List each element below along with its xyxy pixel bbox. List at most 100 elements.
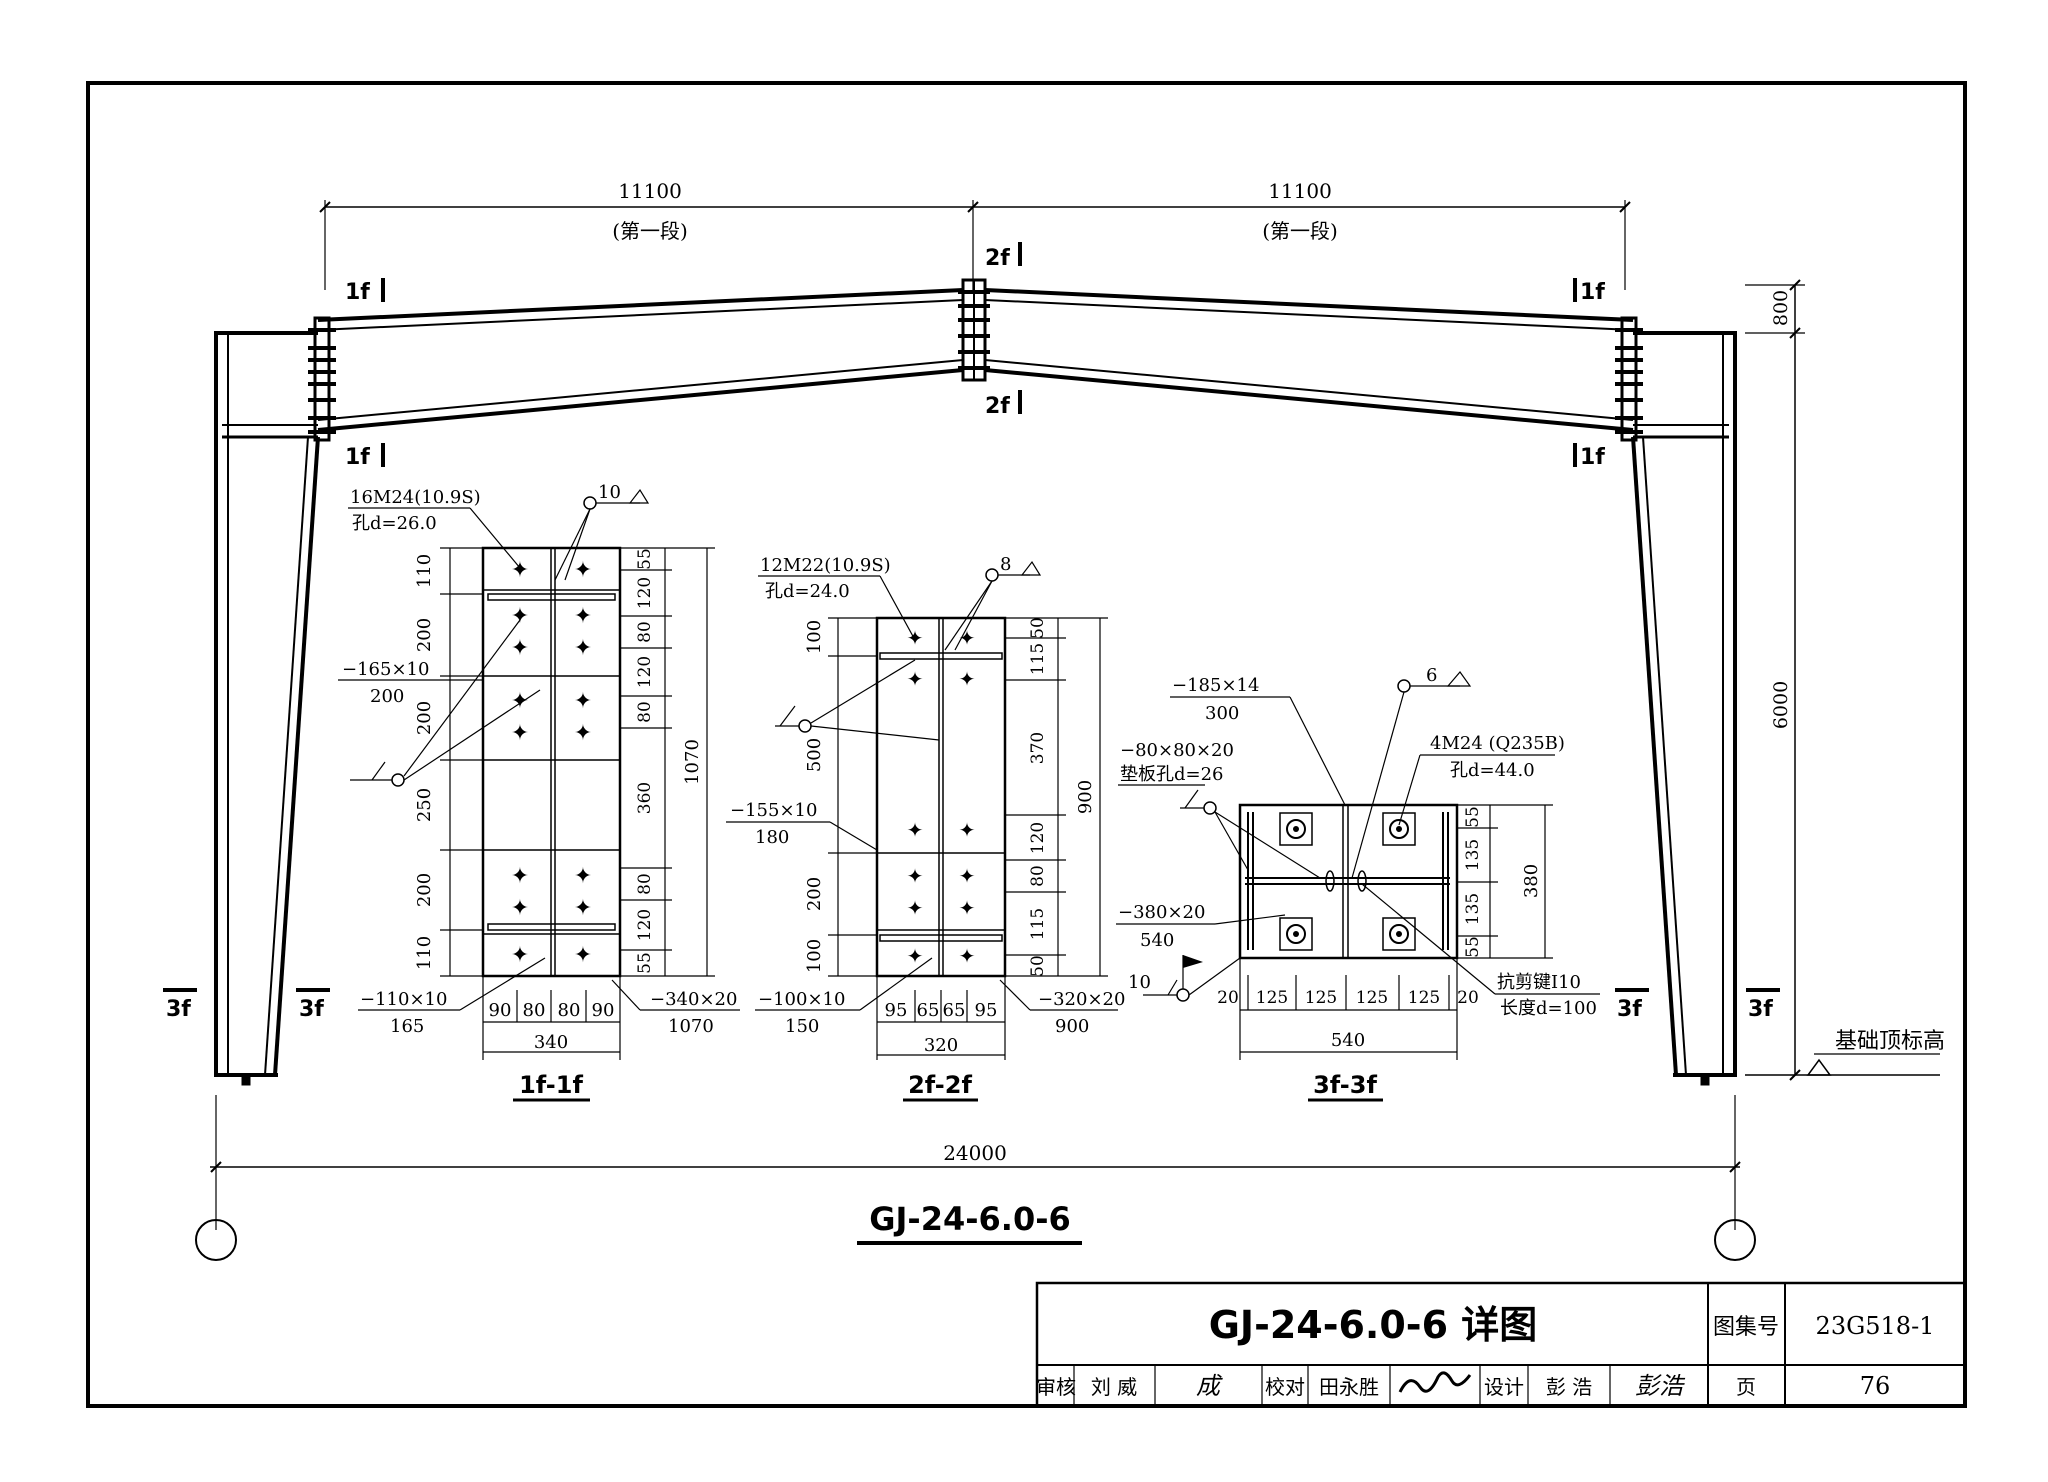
total-span-dim: 24000 — [943, 1141, 1007, 1165]
dim-3f-total: 380 — [1521, 864, 1542, 898]
section-mark-2f-bottom: 2f — [985, 394, 1010, 419]
label-2f-stiffener: −155×10 — [730, 800, 817, 821]
svg-text:✦: ✦ — [511, 896, 529, 921]
label-1f-hole: 孔d=26.0 — [352, 513, 437, 534]
label-3f-top-plate: −185×14 — [1172, 675, 1259, 696]
foundation-top-label: 基础顶标高 — [1835, 1029, 1945, 1054]
dim-3f-b4: 125 — [1408, 988, 1440, 1008]
dim-1f-b3: 90 — [592, 1000, 615, 1021]
segment-left-label: (第一段) — [612, 219, 688, 243]
dim-2f-b0: 95 — [885, 1000, 908, 1021]
section-mark-3f-ll: 3f — [166, 997, 191, 1022]
label-1f-stiffener-len: 200 — [370, 686, 404, 707]
dim-1f-width: 340 — [534, 1032, 568, 1053]
dim-2f-r0: 50 — [1028, 617, 1048, 639]
dim-1f-r7: 120 — [635, 909, 655, 941]
dim-1f-r3: 120 — [635, 656, 655, 688]
label-2f-small-plate: −100×10 — [758, 989, 845, 1010]
dim-1f-b1: 80 — [523, 1000, 546, 1021]
dim-1f-r8: 55 — [635, 952, 655, 974]
svg-text:✦: ✦ — [511, 721, 529, 746]
section-mark-2f-top: 2f — [985, 246, 1010, 271]
dim-2f-total: 900 — [1075, 780, 1096, 814]
checker-signature — [1398, 1371, 1472, 1393]
svg-text:✦: ✦ — [959, 818, 976, 842]
svg-text:✦: ✦ — [959, 896, 976, 920]
label-2f-bolts: 12M22(10.9S) — [760, 555, 891, 576]
sheet-border — [86, 81, 1967, 1408]
dim-2f-b3: 95 — [975, 1000, 998, 1021]
svg-text:✦: ✦ — [907, 944, 924, 968]
height-dimensions: 800 6000 基础顶标高 — [1745, 279, 1945, 1081]
label-3f-weld: 6 — [1426, 665, 1437, 686]
dim-2f-r6: 50 — [1028, 955, 1048, 977]
label-2f-stiffener-len: 180 — [755, 827, 789, 848]
main-drawing-title: GJ-24-6.0-6 — [869, 1200, 1071, 1238]
dim-2f-b2: 65 — [943, 1000, 966, 1021]
title-block-title: GJ-24-6.0-6 详图 — [1209, 1303, 1538, 1347]
svg-text:✦: ✦ — [574, 558, 592, 583]
page-label: 页 — [1736, 1375, 1756, 1399]
dim-3f-b2: 125 — [1305, 988, 1337, 1008]
dim-2f-l3: 100 — [804, 939, 825, 973]
caption-1f: 1f-1f — [519, 1071, 583, 1099]
bolt-marks-1f: ✦✦ ✦✦ ✦✦ ✦✦ ✦✦ ✦✦ ✦✦ ✦✦ — [511, 558, 592, 968]
dim-1f-l2: 200 — [414, 701, 435, 735]
dim-2f-r4: 80 — [1028, 865, 1048, 887]
check-label: 校对 — [1265, 1375, 1305, 1399]
label-2f-weld: 8 — [1000, 554, 1011, 575]
dim-2f-r2: 370 — [1028, 732, 1048, 764]
dim-1f-r4: 80 — [635, 701, 655, 723]
label-3f-weld-bottom: 10 — [1128, 972, 1151, 993]
label-3f-washer-hole: 垫板孔d=26 — [1120, 764, 1224, 785]
designer-signature: 彭浩 — [1635, 1372, 1686, 1400]
design-label: 设计 — [1484, 1375, 1524, 1399]
section-mark-1f-bl: 1f — [345, 445, 370, 470]
dim-1f-l4: 200 — [414, 873, 435, 907]
label-3f-base-plate-len: 540 — [1140, 930, 1174, 951]
span-right-dim: 11100 — [1268, 179, 1332, 203]
dim-3f-r3: 55 — [1463, 936, 1483, 958]
detail-2f: ✦✦ ✦✦ ✦✦ ✦✦ ✦✦ ✦✦ 100 500 200 100 50 115… — [726, 554, 1125, 1102]
section-mark-3f-rl: 3f — [1617, 997, 1642, 1022]
label-3f-shear-key: 抗剪键Ⅰ10 — [1497, 972, 1581, 993]
height-800-dim: 800 — [1770, 290, 1792, 326]
label-1f-end-plate: −340×20 — [650, 989, 737, 1010]
label-1f-small-plate-len: 165 — [390, 1016, 424, 1037]
review-label: 审核 — [1036, 1375, 1076, 1399]
span-dimension: 24000 GJ-24-6.0-6 — [195, 1095, 1756, 1261]
svg-text:✦: ✦ — [907, 667, 924, 691]
anchor-bolts-3f — [1279, 812, 1416, 951]
reviewer-signature: 成 — [1196, 1372, 1223, 1400]
svg-text:✦: ✦ — [907, 818, 924, 842]
section-mark-1f-tr: 1f — [1580, 280, 1605, 305]
label-3f-anchor: 4M24 (Q235B) — [1430, 733, 1565, 754]
label-2f-hole: 孔d=24.0 — [765, 581, 850, 602]
svg-text:✦: ✦ — [511, 604, 529, 629]
label-1f-stiffener: −165×10 — [342, 659, 429, 680]
label-3f-anchor-hole: 孔d=44.0 — [1450, 760, 1535, 781]
svg-text:✦: ✦ — [959, 667, 976, 691]
dim-2f-l0: 100 — [804, 620, 825, 654]
label-2f-small-plate-len: 150 — [785, 1016, 819, 1037]
caption-3f: 3f-3f — [1313, 1071, 1377, 1099]
svg-text:✦: ✦ — [511, 943, 529, 968]
dim-2f-l1: 500 — [804, 738, 825, 772]
span-left-dim: 11100 — [618, 179, 682, 203]
atlas-no: 23G518-1 — [1816, 1312, 1935, 1340]
label-1f-small-plate: −110×10 — [360, 989, 447, 1010]
dim-1f-b2: 80 — [558, 1000, 581, 1021]
svg-text:✦: ✦ — [574, 604, 592, 629]
bolt-marks-2f: ✦✦ ✦✦ ✦✦ ✦✦ ✦✦ ✦✦ — [907, 626, 976, 968]
dim-2f-width: 320 — [924, 1035, 958, 1056]
height-6000-dim: 6000 — [1770, 681, 1792, 729]
label-1f-end-plate-len: 1070 — [668, 1016, 714, 1037]
section-marks: 1f 1f 1f 1f 2f 2f 3f 3f 3f 3f — [163, 242, 1780, 1022]
dim-2f-l2: 200 — [804, 877, 825, 911]
dim-1f-r1: 120 — [635, 577, 655, 609]
dim-3f-b3: 125 — [1356, 988, 1388, 1008]
dim-1f-b0: 90 — [489, 1000, 512, 1021]
label-2f-end-plate: −320×20 — [1038, 989, 1125, 1010]
label-3f-shear-len: 长度d=100 — [1500, 998, 1597, 1019]
dim-1f-r5: 360 — [635, 782, 655, 814]
